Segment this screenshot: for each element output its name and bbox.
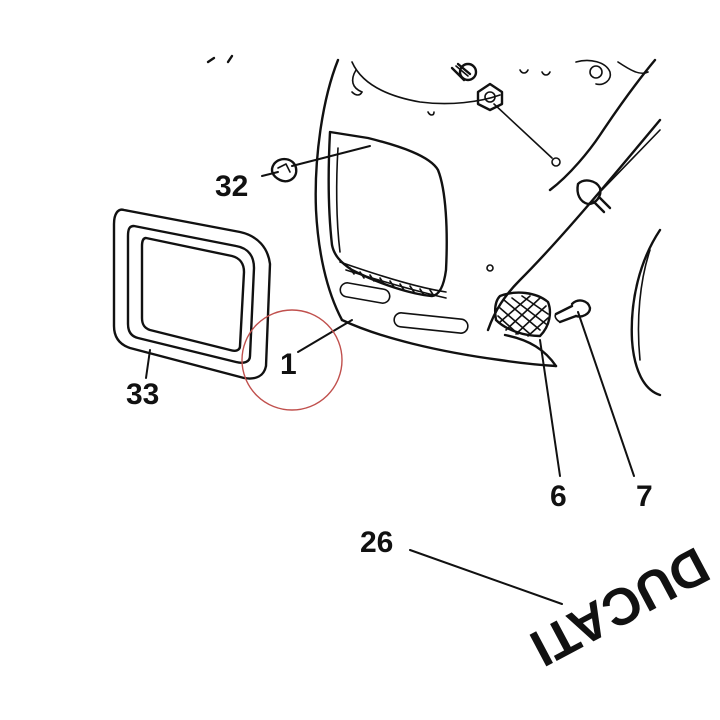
callout-26: 26	[360, 526, 393, 559]
grommet-32	[270, 157, 298, 183]
callout-32: 32	[215, 170, 248, 203]
callout-6: 6	[550, 480, 567, 513]
screw-7	[554, 299, 592, 324]
fairing-lower-vents	[339, 282, 469, 334]
leader-1	[297, 319, 353, 353]
mesh-vent-insert	[494, 291, 552, 338]
callout-7: 7	[636, 480, 653, 513]
callout-1: 1	[280, 348, 297, 381]
leader-26	[409, 549, 563, 605]
leader-33	[145, 349, 151, 379]
gasket-frame-33	[112, 208, 272, 380]
top-edge-fragment	[206, 54, 234, 64]
decal-26: DUCATI	[521, 535, 718, 677]
headlight-aperture	[327, 130, 448, 299]
callout-33: 33	[126, 378, 159, 411]
fairing-body	[314, 58, 662, 368]
leader-6	[539, 339, 561, 477]
side-panel-fragment	[630, 228, 662, 397]
highlight-circle	[241, 309, 343, 411]
decal-text: DUCATI	[521, 535, 718, 677]
leader-32	[261, 145, 371, 177]
leader-7	[577, 311, 635, 477]
fasteners-upper	[450, 62, 661, 214]
leader-lines	[145, 145, 635, 605]
